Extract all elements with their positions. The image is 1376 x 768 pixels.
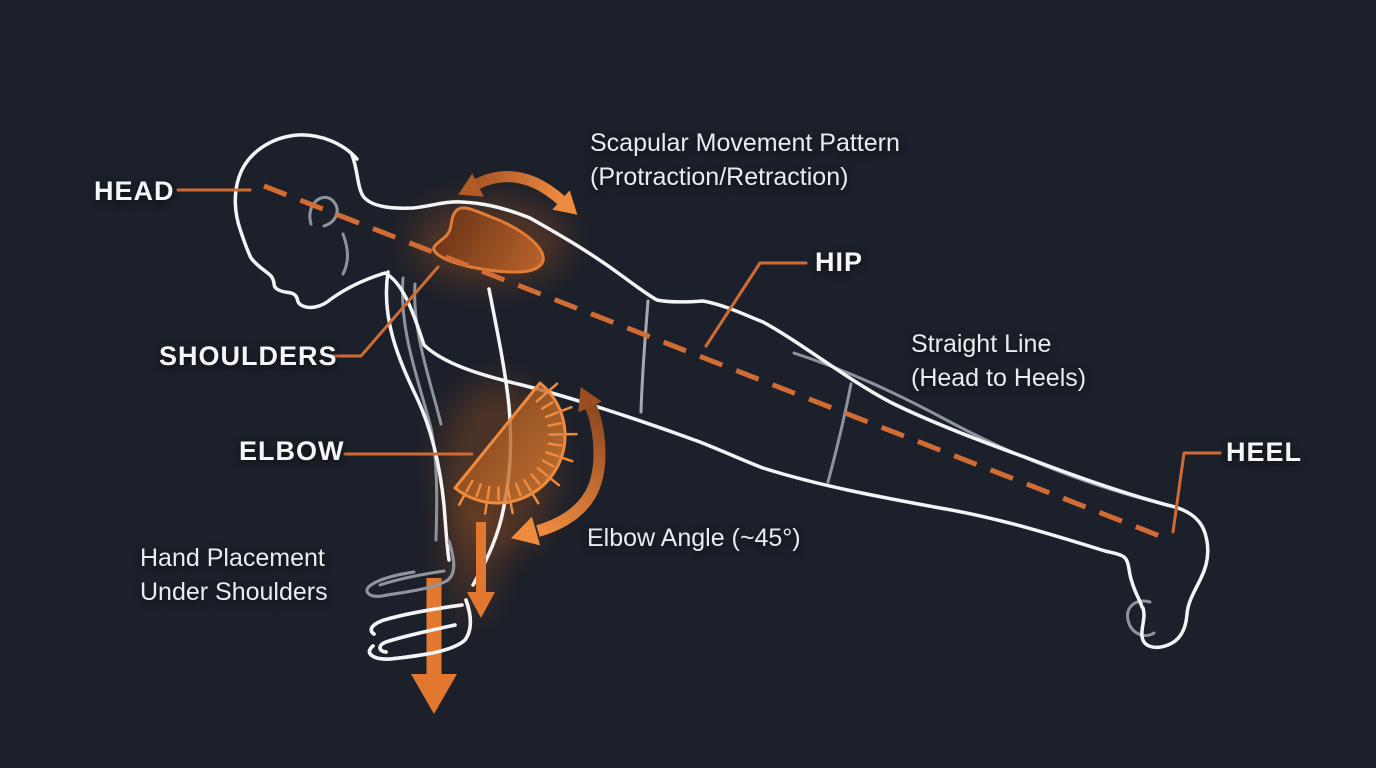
- scapular-arrow-head-left: [458, 173, 484, 197]
- far-arm-line: [400, 276, 439, 542]
- alignment-dashed-line: [263, 183, 1171, 543]
- protractor-tick: [530, 473, 541, 486]
- hand-placement-note-line1: Hand Placement: [140, 544, 325, 572]
- protractor-tick: [535, 392, 548, 403]
- leader-lines: [176, 188, 1222, 534]
- downward-force-arrows: [411, 522, 495, 714]
- near-hand-finger-edge: [378, 623, 457, 654]
- heel-leader-line: [1171, 451, 1222, 534]
- elbow-arrow-shaft: [536, 402, 606, 537]
- protractor-tick: [475, 483, 482, 498]
- far-hand-outline-top: [365, 539, 456, 598]
- protractor-tick: [455, 474, 467, 487]
- protractor-tick: [540, 401, 554, 410]
- protractor-tick: [548, 476, 561, 487]
- protractor-tick: [541, 459, 555, 468]
- elbow-label: ELBOW: [239, 436, 345, 466]
- protractor-tick: [536, 466, 549, 478]
- heel-label: HEEL: [1226, 437, 1303, 467]
- straight-line-note-line2: (Head to Heels): [911, 364, 1087, 392]
- elbow-rotation-arrow: [511, 387, 606, 546]
- hands-over-arrows: [365, 539, 473, 661]
- straight-line-note-line1: Straight Line: [911, 330, 1052, 358]
- protractor-tick: [546, 382, 559, 393]
- elbow-angle-note: Elbow Angle (~45°): [587, 524, 801, 552]
- down-arrow-large-head: [411, 674, 457, 714]
- head-and-front-silhouette: [233, 133, 1144, 609]
- protractor-tick: [486, 485, 491, 500]
- near-hand-top-edge: [369, 603, 464, 636]
- scapular-arrow-shaft: [474, 171, 566, 206]
- protractor-ticks: [455, 382, 578, 515]
- protractor-tick: [523, 478, 532, 492]
- scapular-note-line2: (Protraction/Retraction): [590, 163, 849, 191]
- elbow-arrow-head-bottom: [511, 516, 541, 546]
- scapular-arrow-head-right: [552, 190, 578, 215]
- scapular-note: Scapular Movement Pattern (Protraction/R…: [590, 126, 900, 194]
- near-hand-bottom-edge: [367, 598, 473, 661]
- elbow-arrow-head-top: [578, 387, 602, 413]
- hip-segment-line: [639, 299, 650, 414]
- protractor-tick: [559, 456, 574, 463]
- back-silhouette: [350, 153, 1169, 507]
- knee-segment-line: [826, 382, 853, 484]
- protractor-tick: [547, 422, 562, 427]
- shoulders-label: SHOULDERS: [159, 341, 338, 371]
- far-hand-finger-line: [378, 569, 446, 587]
- protractor-tick: [514, 482, 522, 497]
- down-arrow-small-head: [467, 592, 495, 618]
- shoulders-leader-line: [329, 265, 440, 358]
- scapular-motion-arrow: [458, 171, 578, 215]
- hip-leader-line: [704, 261, 808, 348]
- protractor-tick: [465, 479, 474, 493]
- elbow-protractor: [453, 381, 578, 515]
- protractor-tick: [509, 500, 514, 515]
- protractor-tick: [528, 384, 540, 397]
- far-arm-inner-line: [413, 282, 443, 426]
- scapula-shape: [432, 206, 545, 274]
- foot-outline: [1140, 503, 1210, 649]
- hip-label: HIP: [815, 247, 864, 277]
- straight-line-note: Straight Line (Head to Heels): [911, 327, 1086, 395]
- protractor-tick: [544, 411, 559, 419]
- ear-outline: [308, 195, 339, 228]
- protractor-tick: [506, 485, 511, 500]
- protractor-tick: [530, 491, 540, 505]
- hand-placement-note: Hand Placement Under Shoulders: [140, 541, 328, 609]
- protractor-tick: [457, 492, 467, 506]
- protractor-tick: [483, 500, 489, 515]
- protractor-tick: [558, 405, 573, 413]
- head-label: HEAD: [94, 176, 175, 206]
- near-arm-front-line: [384, 270, 451, 562]
- protractor-disc: [453, 381, 567, 505]
- scapular-note-line1: Scapular Movement Pattern: [590, 129, 900, 157]
- hand-placement-note-line2: Under Shoulders: [140, 578, 328, 606]
- jaw-shadow-line: [341, 232, 349, 276]
- protractor-tick: [545, 451, 560, 458]
- protractor-tick: [547, 442, 562, 447]
